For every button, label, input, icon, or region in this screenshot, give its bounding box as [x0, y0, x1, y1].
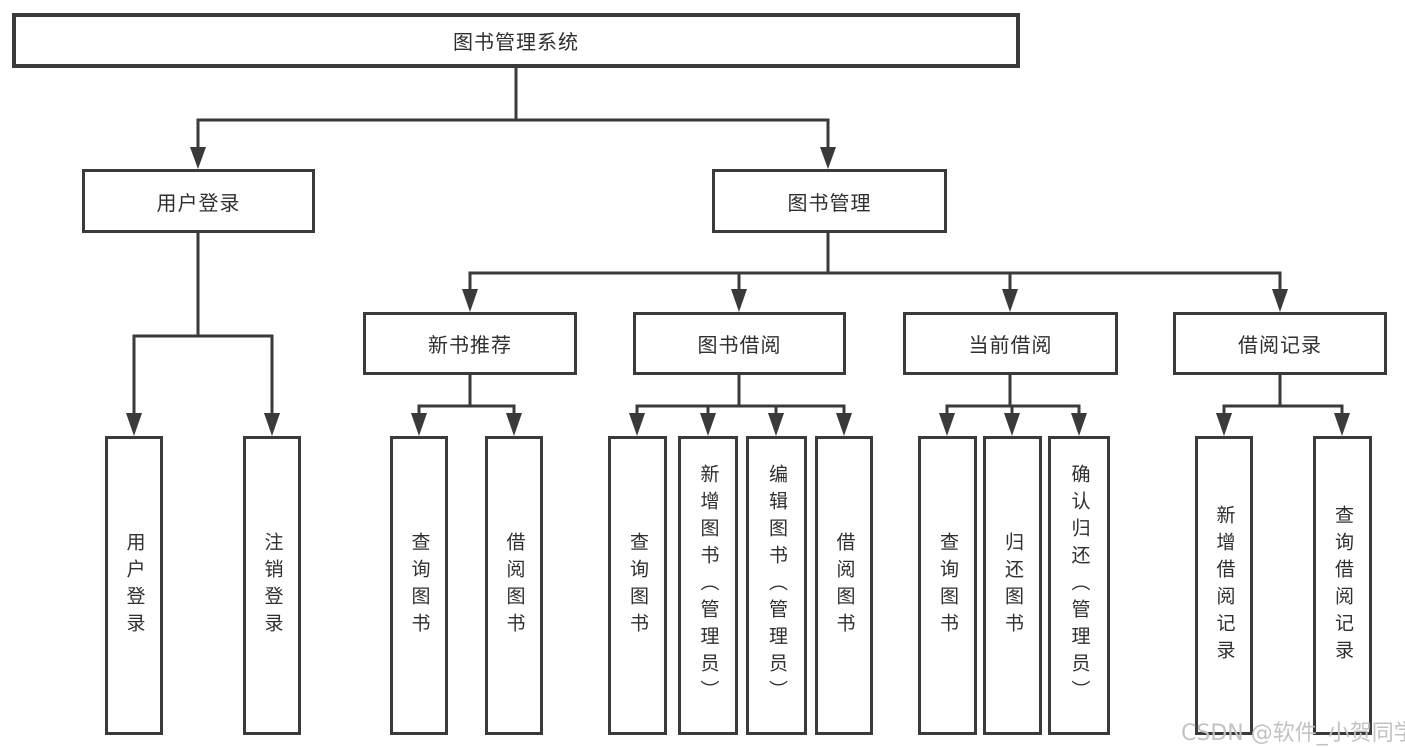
leaf-borrow-books: 借阅图书 — [485, 436, 543, 735]
leaf-logout: 注销登录 — [243, 436, 301, 735]
leaf-user-login: 用户登录 — [105, 436, 163, 735]
leaf-label: 查询图书 — [627, 531, 649, 640]
leaf-query-books: 查询图书 — [390, 436, 448, 735]
leaf-add-book-admin: 新增图书（管理员） — [678, 436, 738, 735]
connector-bookmgmt-to-level3 — [468, 233, 1282, 292]
leaf-label: 查询图书 — [937, 531, 959, 640]
connector-userlogin-to-leaves — [132, 233, 274, 416]
leaf-label: 注销登录 — [261, 531, 284, 640]
node-label: 用户登录 — [156, 190, 241, 215]
leaf-label: 借阅图书 — [503, 531, 526, 640]
node-label: 图书借阅 — [697, 333, 782, 357]
node-label: 新书推荐 — [428, 333, 512, 357]
arrowheads — [126, 147, 1350, 436]
leaf-label: 查询图书 — [408, 531, 431, 640]
leaf-query-books: 查询图书 — [608, 436, 667, 735]
node-book-management: 图书管理 — [712, 169, 947, 233]
node-borrowing-records: 借阅记录 — [1173, 312, 1387, 375]
node-label: 图书管理系统 — [453, 30, 579, 54]
leaf-label: 归还图书 — [1002, 531, 1024, 640]
leaf-label: 新增借阅记录 — [1213, 504, 1236, 667]
node-label: 图书管理 — [787, 190, 872, 215]
csdn-watermark: CSDN @软件_小贺同学 — [1181, 721, 1405, 746]
leaf-borrow-books: 借阅图书 — [815, 436, 873, 735]
leaf-label: 借阅图书 — [833, 531, 856, 640]
leaf-label: 用户登录 — [123, 531, 146, 640]
node-book-borrowing: 图书借阅 — [633, 312, 846, 375]
leaf-add-borrow-record: 新增借阅记录 — [1195, 436, 1253, 735]
node-label: 当前借阅 — [968, 333, 1053, 357]
node-label: 借阅记录 — [1238, 333, 1322, 357]
leaf-label: 确认归还（管理员） — [1068, 464, 1091, 707]
connector-bookborrow-to-leaves — [635, 375, 846, 416]
connector-currentborrow-to-leaves — [945, 375, 1081, 416]
leaf-query-books: 查询图书 — [918, 436, 977, 735]
leaf-label: 查询借阅记录 — [1332, 504, 1354, 667]
connector-newbook-to-leaves — [417, 375, 516, 416]
connector-borrowrecord-to-leaves — [1222, 375, 1344, 416]
leaf-confirm-return-admin: 确认归还（管理员） — [1048, 436, 1110, 735]
node-current-borrowing: 当前借阅 — [903, 312, 1118, 375]
leaf-label: 新增图书（管理员） — [697, 464, 720, 707]
node-new-book-recommendation: 新书推荐 — [363, 312, 577, 375]
node-user-login: 用户登录 — [82, 169, 315, 233]
leaf-edit-book-admin: 编辑图书（管理员） — [746, 436, 807, 735]
node-library-management-system: 图书管理系统 — [12, 13, 1020, 68]
connector-root-to-level2 — [196, 68, 830, 150]
leaf-label: 编辑图书（管理员） — [766, 464, 788, 707]
leaf-query-borrow-record: 查询借阅记录 — [1313, 436, 1372, 735]
leaf-return-books: 归还图书 — [983, 436, 1042, 735]
